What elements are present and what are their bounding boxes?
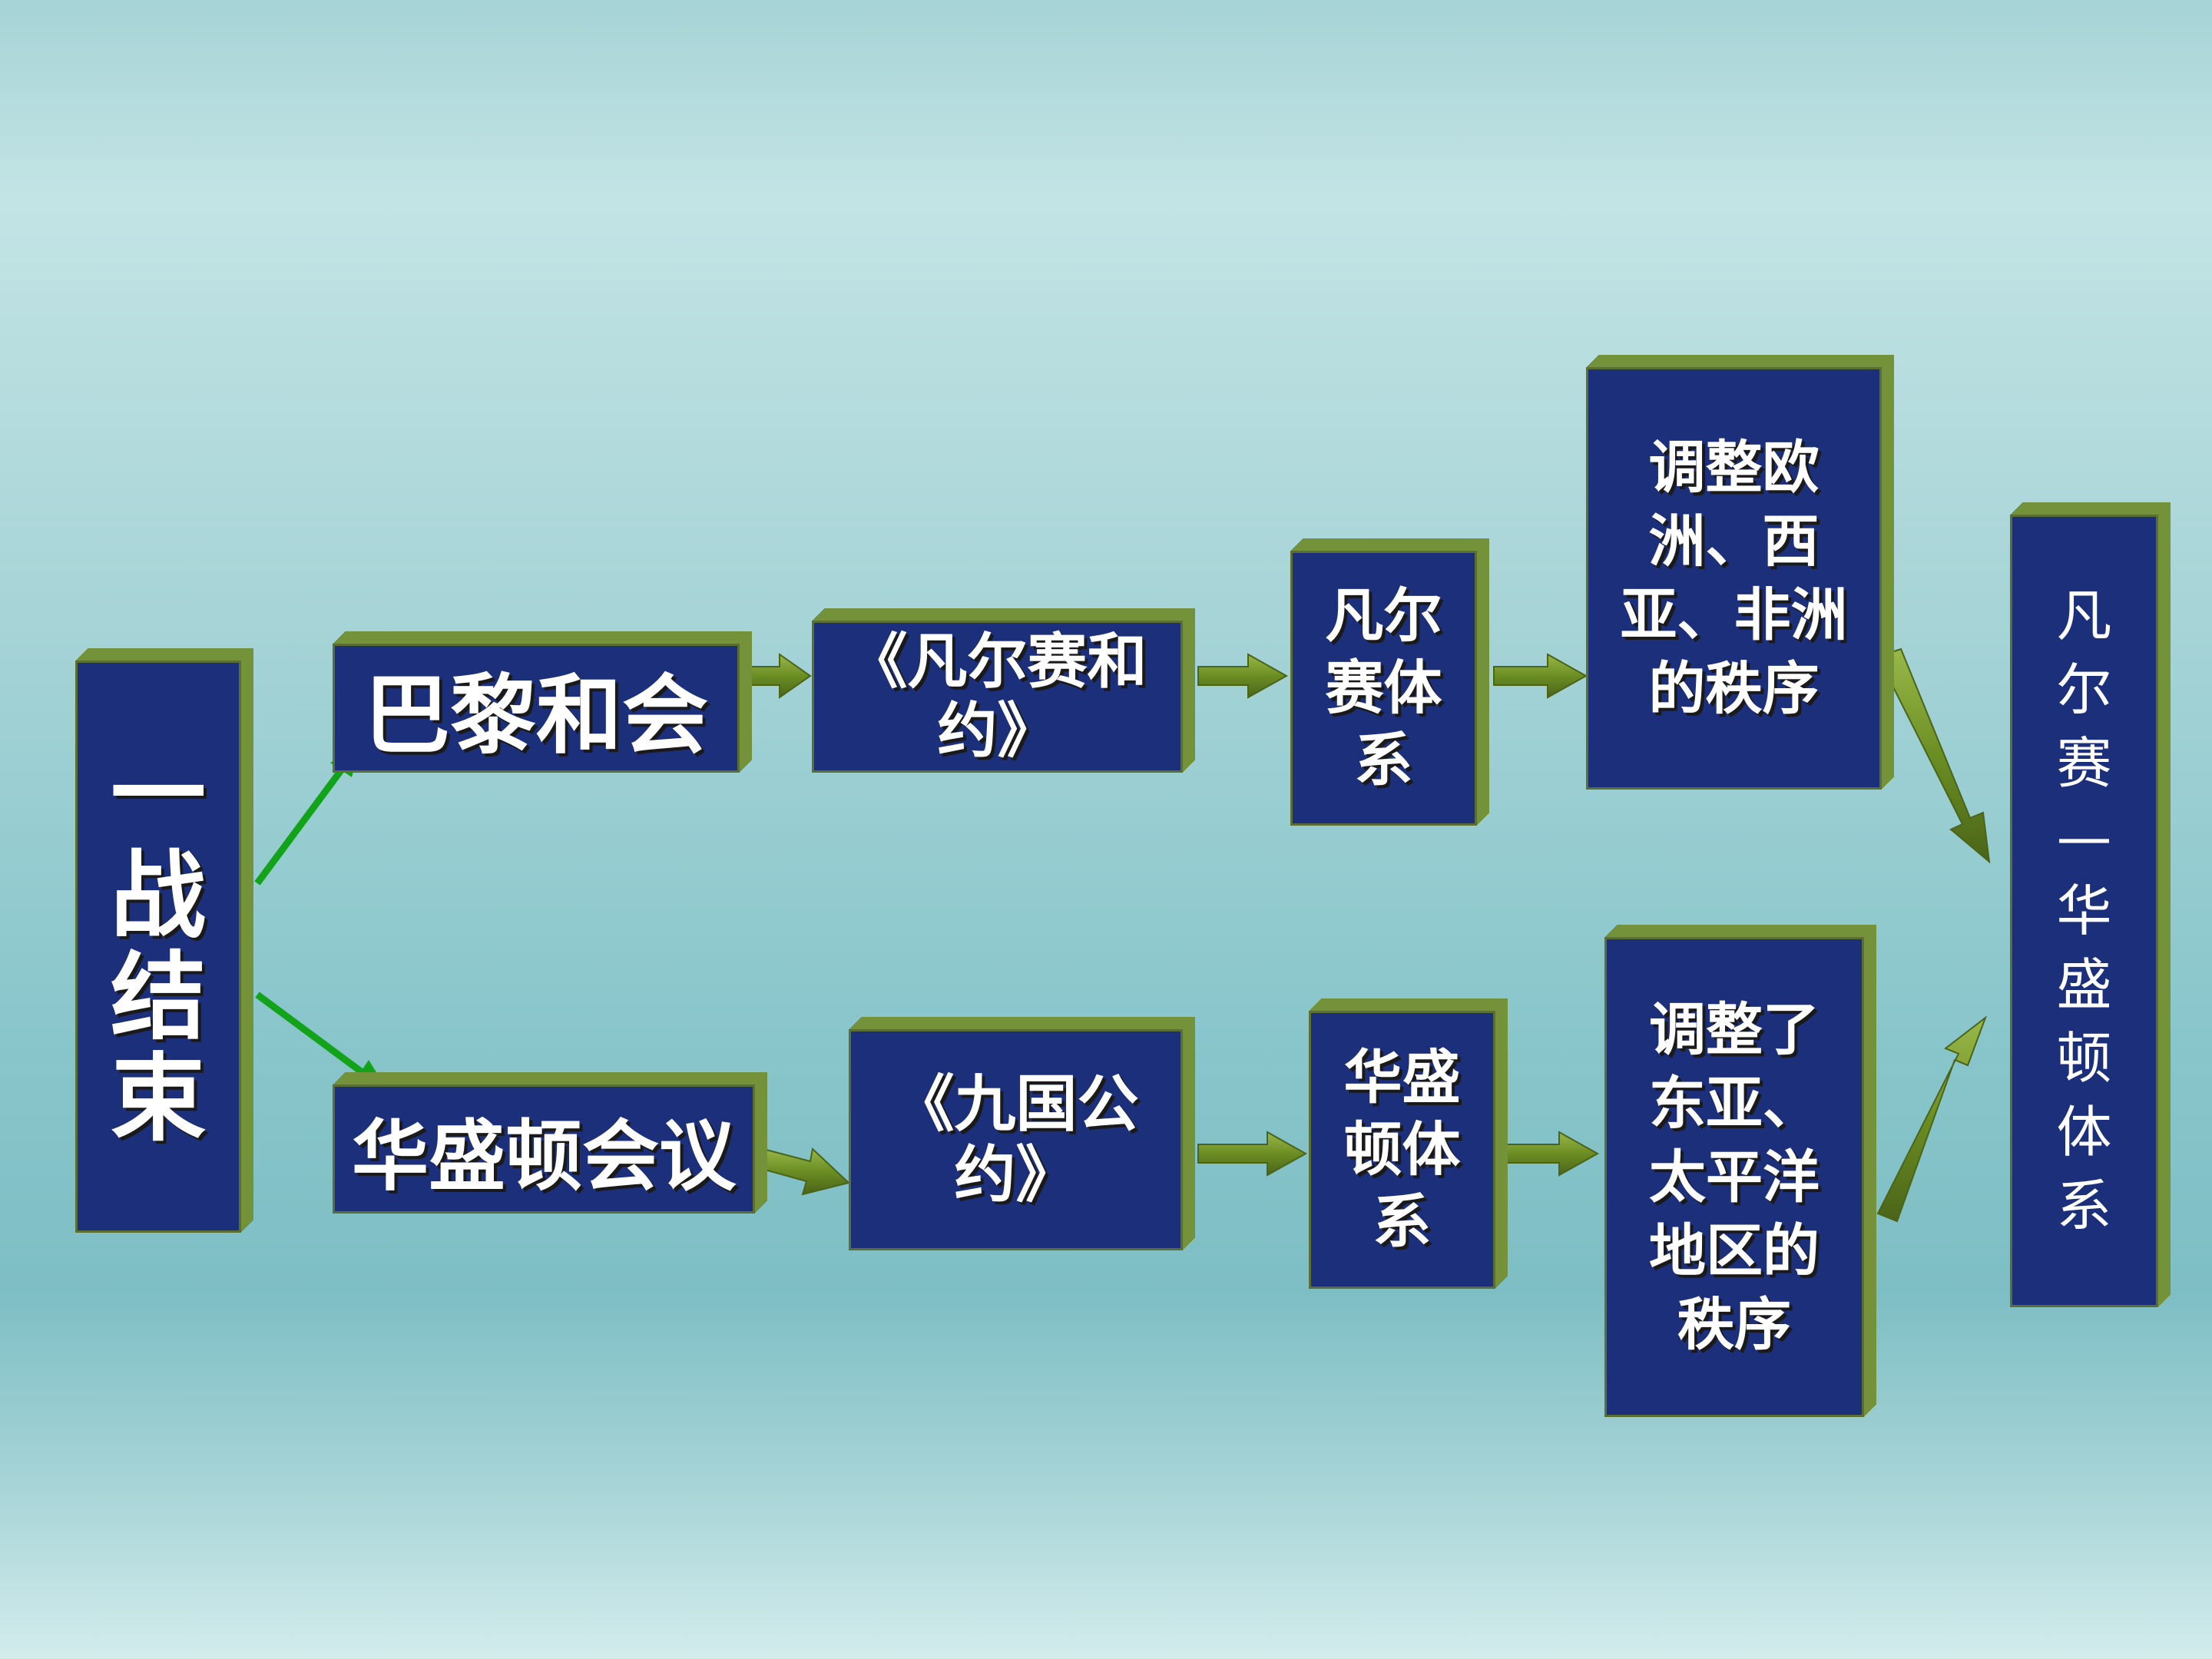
arrow-east-asia-order-to-vw-system bbox=[1876, 1015, 1988, 1223]
node-versailles-treaty: 《凡尔赛和约》 bbox=[812, 621, 1183, 773]
node-nine-power-treaty: 《九国公约》 bbox=[849, 1029, 1183, 1250]
node-paris-label: 巴黎和会 bbox=[364, 666, 708, 766]
arrow-paris-to-versailles-treaty bbox=[740, 653, 812, 699]
node-nine-power-treaty-label: 《九国公约》 bbox=[892, 1068, 1139, 1210]
node-east-asia-order-label: 调整了东亚、太平洋地区的秩序 bbox=[1649, 996, 1820, 1358]
node-versailles-treaty-label: 《凡尔赛和约》 bbox=[847, 628, 1147, 766]
node-washington-conference: 华盛顿会议 bbox=[333, 1084, 755, 1214]
arrow-versailles-system-to-europe-order bbox=[1493, 653, 1588, 699]
node-washington-system: 华盛顿体系 bbox=[1309, 1011, 1495, 1289]
node-vw-system-label: 凡尔赛—华盛顿体系 bbox=[2056, 584, 2112, 1238]
node-war-end: 一战结束 bbox=[75, 661, 241, 1233]
arrow-europe-order-to-vw-system bbox=[1876, 647, 1991, 864]
node-europe-order: 调整欧洲、西亚、非洲的秩序 bbox=[1586, 367, 1882, 790]
arrow-versailles-treaty-to-system bbox=[1197, 653, 1289, 699]
arrow-washington-system-to-east-asia-order bbox=[1497, 1131, 1600, 1177]
node-paris-peace-conference: 巴黎和会 bbox=[333, 644, 740, 773]
node-versailles-washington-system: 凡尔赛—华盛顿体系 bbox=[2010, 515, 2158, 1307]
node-east-asia-order: 调整了东亚、太平洋地区的秩序 bbox=[1604, 937, 1864, 1417]
arrow-washington-to-nine-power bbox=[755, 1147, 851, 1196]
node-versailles-system: 凡尔赛体系 bbox=[1290, 551, 1477, 826]
node-washington-label: 华盛顿会议 bbox=[352, 1111, 736, 1201]
arrow-nine-power-to-washington-system bbox=[1197, 1131, 1308, 1177]
node-versailles-system-label: 凡尔赛体系 bbox=[1325, 581, 1442, 794]
node-war-end-label: 一战结束 bbox=[110, 739, 206, 1154]
node-washington-system-label: 华盛顿体系 bbox=[1343, 1043, 1461, 1256]
node-europe-order-label: 调整欧洲、西亚、非洲的秩序 bbox=[1620, 435, 1848, 722]
arrow-war-to-washington bbox=[255, 992, 388, 1091]
